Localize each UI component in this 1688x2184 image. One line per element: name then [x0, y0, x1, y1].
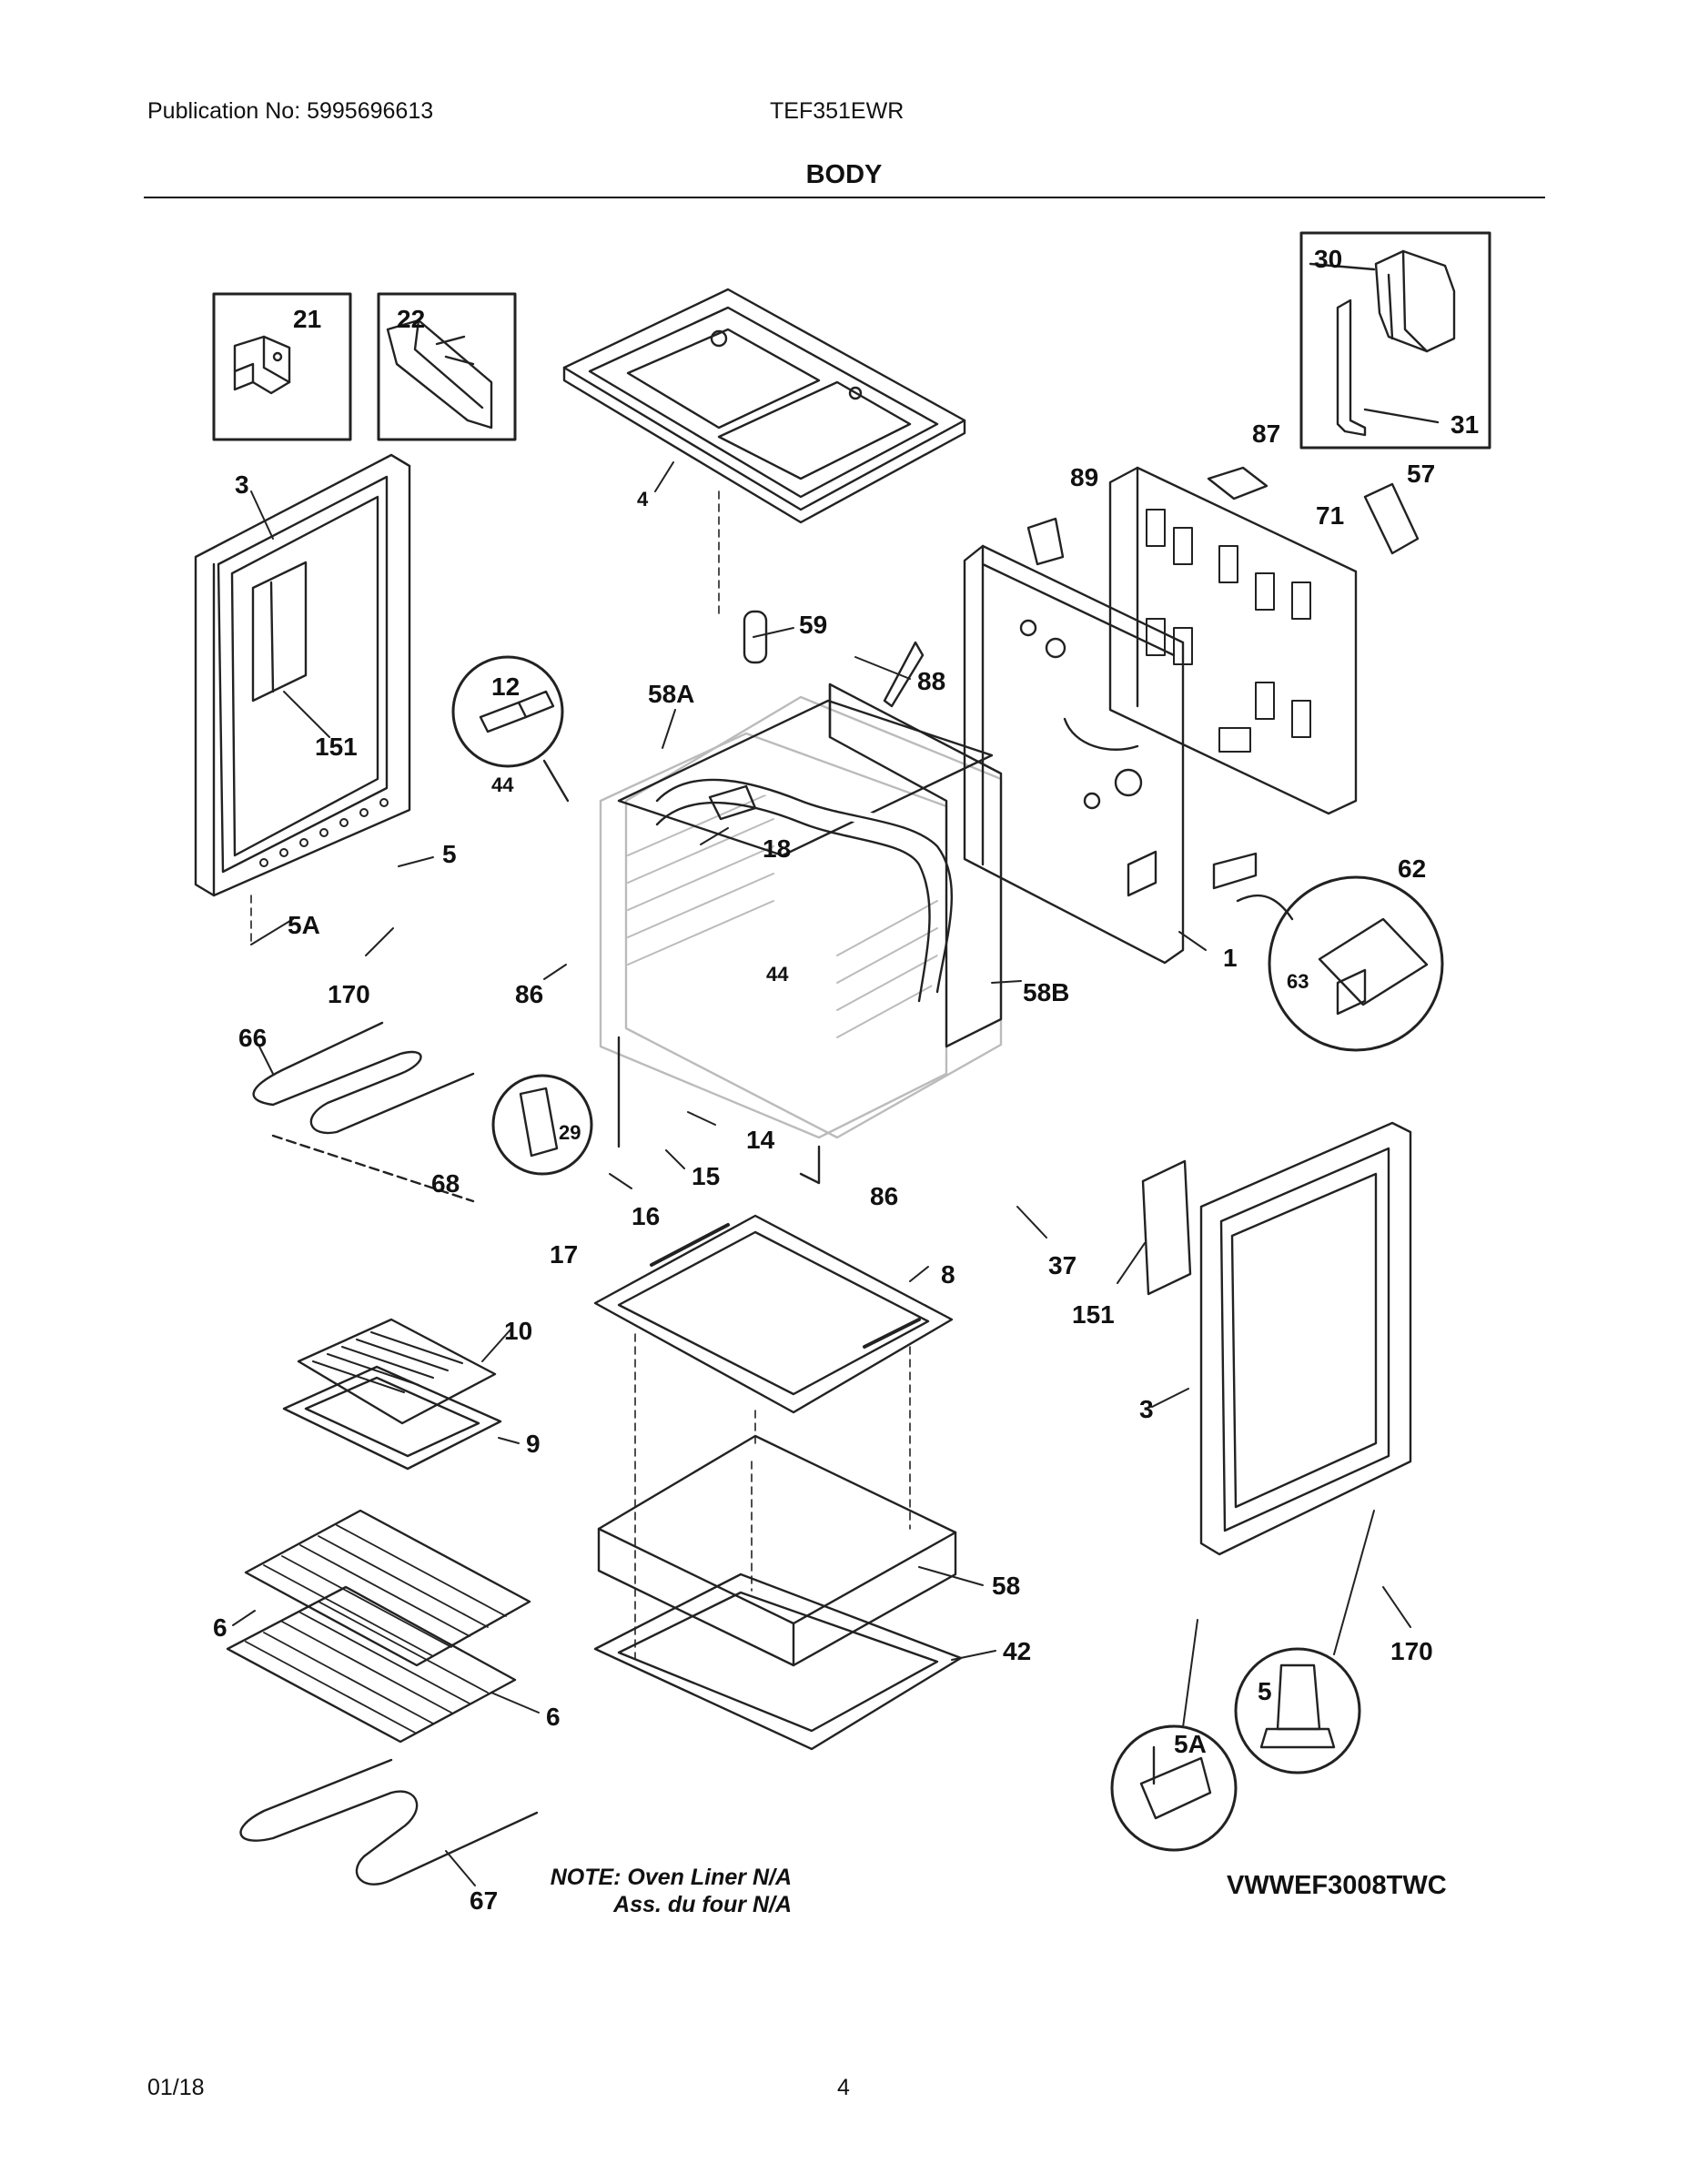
- callout-87: 87: [1252, 420, 1280, 448]
- callout-59: 59: [799, 611, 827, 639]
- callout-17: 17: [550, 1240, 578, 1269]
- callout-9: 9: [526, 1430, 541, 1458]
- rear-panel: [963, 544, 1185, 965]
- section-title: BODY: [805, 160, 883, 189]
- callout-5-right: 5: [1258, 1677, 1272, 1705]
- callout-86-left: 86: [515, 980, 543, 1008]
- drawing-code: VWWEF3008TWC: [1227, 1871, 1447, 1900]
- callout-6-b: 6: [546, 1703, 561, 1731]
- callout-1: 1: [1223, 944, 1238, 972]
- publication-number: Publication No: 5995696613: [147, 98, 434, 124]
- callout-3-left: 3: [235, 470, 249, 499]
- header-rule: [144, 197, 1545, 198]
- callout-15: 15: [692, 1162, 720, 1190]
- note-line-2: Ass. du four N/A: [613, 1892, 792, 1917]
- note-text: NOTE: Oven Liner N/A Ass. du four N/A: [537, 1864, 792, 1918]
- callout-170-left: 170: [328, 980, 370, 1008]
- callout-67: 67: [470, 1886, 498, 1915]
- callout-62: 62: [1398, 854, 1426, 883]
- page-number: 4: [837, 2075, 850, 2100]
- side-panel-right: [1141, 1121, 1412, 1556]
- inset-5A: [1110, 1724, 1238, 1852]
- callout-57: 57: [1407, 460, 1435, 488]
- broil-element-66: [252, 1021, 475, 1203]
- callout-63: 63: [1287, 970, 1309, 993]
- callout-44-b: 44: [766, 963, 789, 986]
- callout-29: 29: [559, 1121, 581, 1144]
- inset-12: [451, 655, 570, 803]
- inset-5: [1234, 1647, 1361, 1774]
- callout-labels: 21 22 30 31 3 4 87 57 89 71 59 12 58A 88…: [213, 245, 1479, 1915]
- callout-12: 12: [491, 672, 520, 701]
- callout-21: 21: [293, 305, 321, 333]
- callout-5-left: 5: [442, 840, 457, 868]
- callout-14: 14: [746, 1126, 775, 1154]
- callout-58B: 58B: [1023, 978, 1069, 1006]
- side-panel-left: [194, 453, 411, 897]
- callout-10: 10: [504, 1317, 532, 1345]
- inset-62-63: [1236, 875, 1444, 1052]
- oven-cavity: [599, 682, 1003, 1185]
- small-parts: [708, 466, 1420, 890]
- callout-44-a: 44: [491, 774, 514, 796]
- callout-5A-right: 5A: [1174, 1730, 1207, 1758]
- inset-29: [491, 1074, 593, 1176]
- note-line-1: NOTE: Oven Liner N/A: [550, 1865, 792, 1890]
- callout-31: 31: [1450, 410, 1479, 439]
- back-cover: [1108, 466, 1358, 815]
- callout-66: 66: [238, 1024, 267, 1052]
- callout-6-a: 6: [213, 1613, 227, 1642]
- footer-date: 01/18: [147, 2075, 205, 2100]
- callout-22: 22: [397, 305, 425, 333]
- leader-lines: [232, 461, 1411, 1886]
- broiler-pan: [282, 1318, 502, 1471]
- callout-89: 89: [1070, 463, 1098, 491]
- callout-8: 8: [941, 1260, 955, 1289]
- dashed-guides: [250, 490, 911, 1659]
- callout-151-left: 151: [315, 733, 358, 761]
- inset-21: [212, 292, 352, 441]
- callout-68: 68: [431, 1169, 460, 1198]
- callout-86-right: 86: [870, 1182, 898, 1210]
- insulation-58: [597, 1434, 957, 1667]
- callout-58A: 58A: [648, 680, 694, 708]
- callout-18: 18: [763, 834, 791, 863]
- callout-88: 88: [917, 667, 945, 695]
- bottom-pan-42: [593, 1572, 963, 1751]
- bake-element-67: [239, 1758, 539, 1886]
- callout-170-right: 170: [1390, 1637, 1433, 1665]
- inset-22: [377, 292, 517, 441]
- callout-5A-left: 5A: [288, 911, 320, 939]
- callout-4: 4: [637, 488, 649, 511]
- callout-151-right: 151: [1072, 1300, 1115, 1329]
- oven-bottom-8: [593, 1214, 954, 1414]
- callout-3-right: 3: [1139, 1395, 1154, 1423]
- callout-58: 58: [992, 1572, 1020, 1600]
- callout-42: 42: [1003, 1637, 1031, 1665]
- callout-16: 16: [632, 1202, 660, 1230]
- callout-71: 71: [1316, 501, 1344, 530]
- model-number: TEF351EWR: [770, 98, 905, 124]
- inset-30-31: [1299, 231, 1491, 450]
- top-panel: [562, 288, 966, 524]
- callout-30: 30: [1314, 245, 1342, 273]
- callout-37: 37: [1048, 1251, 1076, 1279]
- oven-racks: [226, 1509, 531, 1744]
